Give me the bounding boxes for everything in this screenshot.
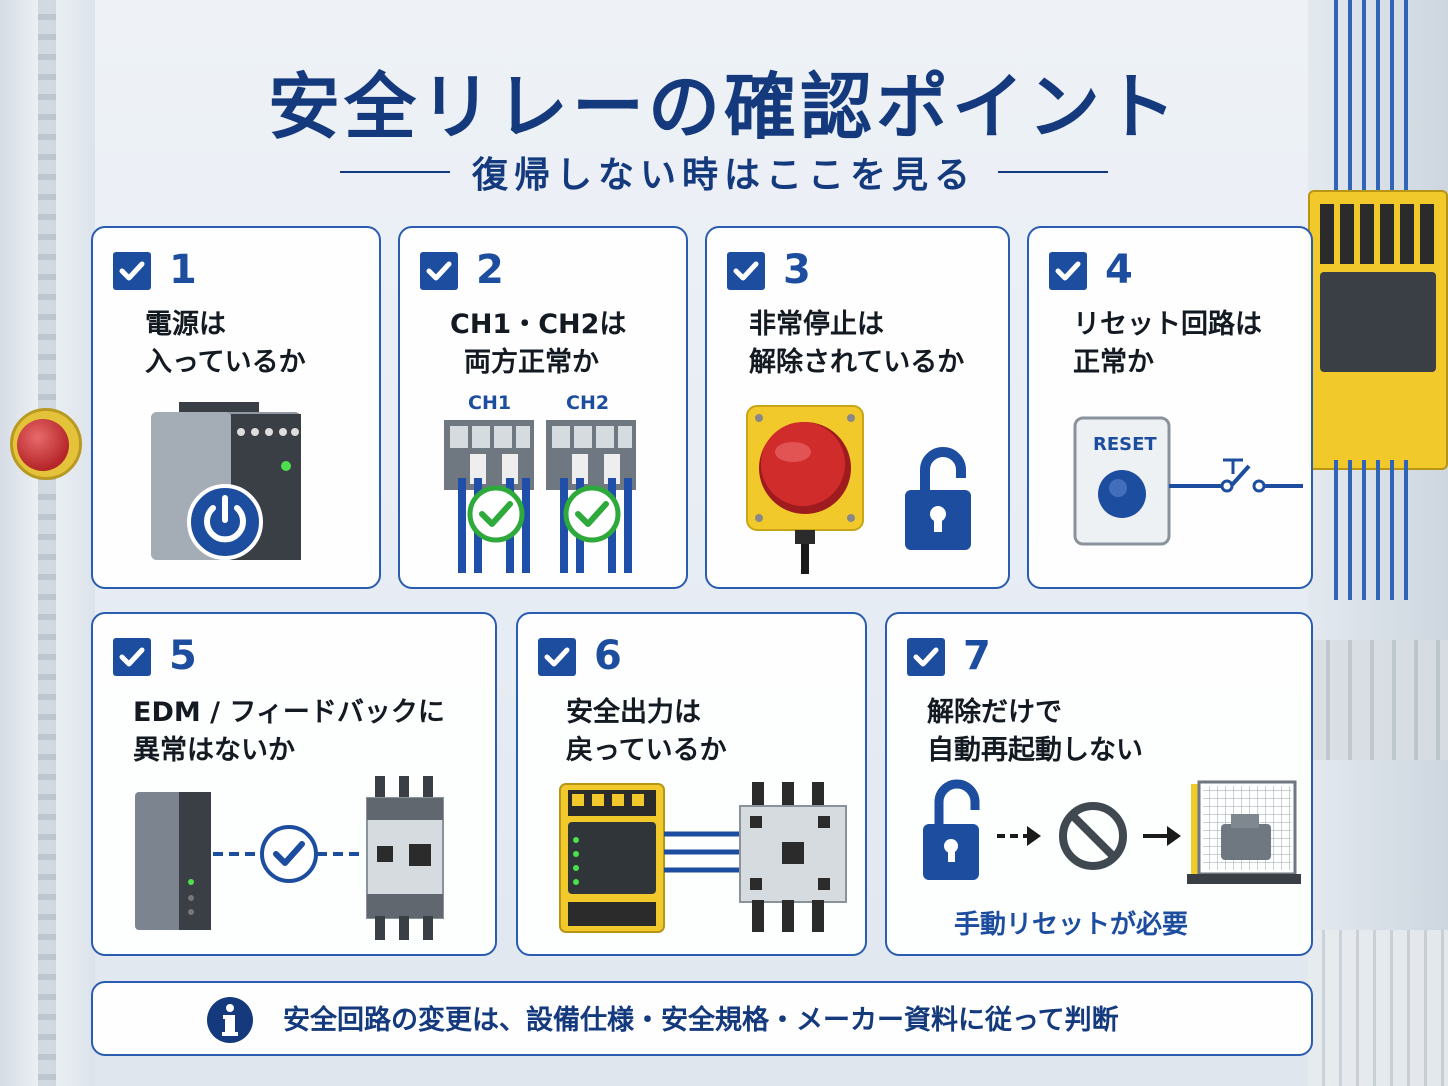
checkbox-checked-icon (538, 638, 576, 676)
checkbox-checked-icon (420, 252, 458, 290)
check-card-2: 2 CH1・CH2は 両方正常か CH1 CH2 (398, 226, 688, 589)
card-label-line1: 安全出力は (566, 697, 701, 728)
card-label-line1: 電源は (145, 309, 226, 340)
card-number: 1 (169, 247, 197, 293)
reset-button-icon (1073, 416, 1303, 546)
background-emergency-stop-icon (10, 408, 82, 480)
check-card-1: 1 電源は 入っているか (91, 226, 381, 589)
background-wires-bottom (1328, 460, 1418, 600)
check-card-3: 3 非常停止は 解除されているか (705, 226, 1010, 589)
background-terminal-blocks-lower (1308, 930, 1448, 1086)
card-number: 3 (783, 247, 811, 293)
background-terminal-blocks (1308, 640, 1448, 760)
unlocked-padlock-icon (905, 447, 971, 550)
ch1-label: CH1 (468, 392, 512, 414)
no-auto-restart-icon (923, 779, 1301, 884)
info-note: 安全回路の変更は、設備仕様・安全規格・メーカー資料に従って判断 (91, 981, 1313, 1056)
subtitle-row: 復帰しない時はここを見る (0, 150, 1448, 196)
info-note-text: 安全回路の変更は、設備仕様・安全規格・メーカー資料に従って判断 (283, 1005, 1119, 1036)
card-label-line2: 異常はないか (133, 735, 295, 766)
manual-reset-required-text: 手動リセットが必要 (954, 910, 1189, 940)
check-card-7: 7 解除だけで 自動再起動しない 手動リセットが必要 (885, 612, 1313, 956)
card-number: 6 (594, 633, 622, 679)
subtitle-divider-right (998, 171, 1108, 173)
checkbox-checked-icon (727, 252, 765, 290)
card-label-line1: EDM / フィードバックに (133, 697, 445, 728)
card-label-line2: 入っているか (145, 347, 306, 378)
ch2-label: CH2 (566, 392, 610, 414)
dual-channel-terminal-icon (444, 420, 636, 573)
card-number: 4 (1105, 247, 1133, 293)
card-label-line1: リセット回路は (1073, 309, 1262, 340)
power-module-icon (151, 402, 301, 560)
checkbox-checked-icon (113, 252, 151, 290)
card-label-line1: 非常停止は (749, 309, 884, 340)
card-label-line2: 自動再起動しない (927, 735, 1143, 766)
check-card-5: 5 EDM / フィードバックに 異常はないか (91, 612, 497, 956)
card-number: 7 (963, 633, 991, 679)
info-icon (207, 997, 253, 1043)
card-label-line2: 戻っているか (566, 735, 727, 766)
subtitle-divider-left (339, 171, 450, 173)
card-label-line2: 解除されているか (749, 347, 965, 378)
background-wires-top (1328, 0, 1418, 200)
card-label-line2: 両方正常か (464, 347, 599, 378)
check-card-4: 4 リセット回路は 正常か RESET (1027, 226, 1313, 589)
card-label-line2: 正常か (1073, 347, 1154, 378)
check-card-6: 6 安全出力は 戻っているか (516, 612, 867, 956)
checkbox-checked-icon (1049, 252, 1087, 290)
din-rail-decoration (38, 0, 56, 1086)
checkbox-checked-icon (907, 638, 945, 676)
card-label-line1: 解除だけで (927, 697, 1062, 728)
page-subtitle: 復帰しない時はここを見る (471, 155, 976, 196)
reset-button-label: RESET (1093, 434, 1157, 455)
card-number: 5 (169, 633, 197, 679)
feedback-contactor-icon (135, 776, 444, 940)
background-safety-relay-icon (1308, 190, 1448, 470)
page-title: 安全リレーの確認ポイント (267, 65, 1180, 149)
safety-output-icon (559, 782, 847, 933)
card-number: 2 (476, 247, 504, 293)
card-label-line1: CH1・CH2は (450, 309, 627, 340)
checkbox-checked-icon (113, 638, 151, 676)
emergency-stop-icon (746, 405, 864, 574)
unlocked-padlock-icon (923, 779, 980, 880)
